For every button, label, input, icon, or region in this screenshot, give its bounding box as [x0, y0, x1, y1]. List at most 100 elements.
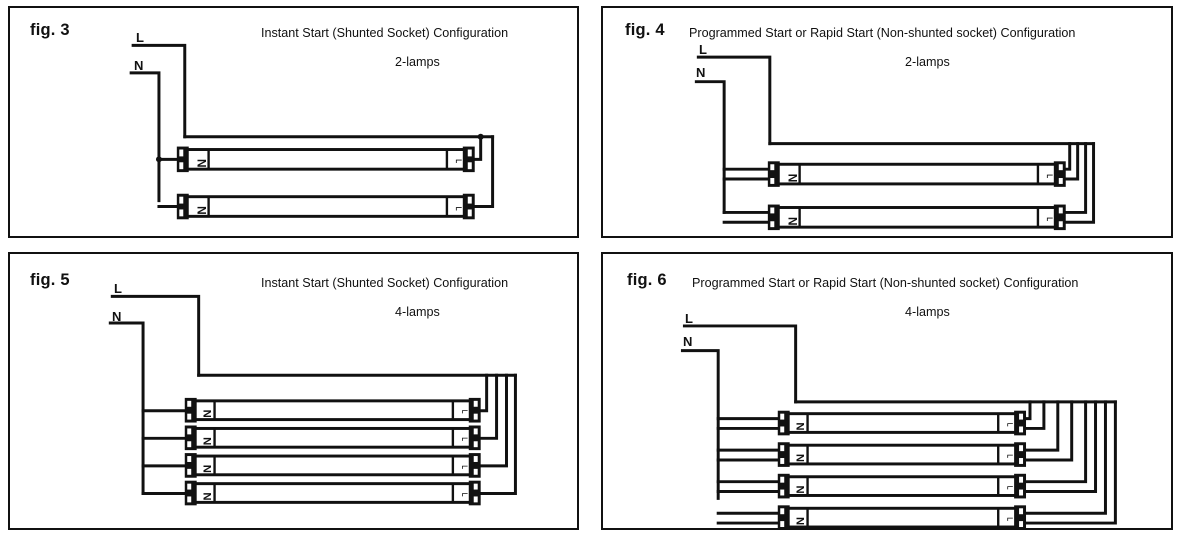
fig6-neutral-label: N [683, 334, 693, 349]
fig5-lamp1-right-glyph: ⌐ [461, 406, 468, 418]
fig5-title: Instant Start (Shunted Socket) Configura… [261, 276, 509, 290]
fig3-neutral-label: N [134, 58, 144, 73]
fig4-lamp2-right-glyph: ⌐ [1046, 211, 1053, 225]
fig5-neutral-feed [108, 321, 145, 495]
fig6-line-label: L [685, 311, 693, 326]
fig5-line-drop-1 [477, 373, 489, 413]
fig6-lamp1-right-glyph: ⌐ [1007, 419, 1014, 431]
fig6-line-drop-2a [1022, 400, 1060, 452]
fig5-lamp2-right-glyph: ⌐ [461, 433, 468, 445]
panel-fig3: fig. 3 Instant Start (Shunted Socket) Co… [8, 6, 579, 238]
fig5-neutral-label: N [112, 309, 122, 324]
fig3-lamp2-socket-left [176, 193, 189, 220]
fig5-lamp1-socket-left [184, 397, 197, 423]
fig5-lamp2-left-glyph: N [201, 437, 213, 445]
fig6-lamp3-left-glyph: N [794, 485, 806, 493]
fig4-lamp2-socket-left [767, 204, 780, 231]
fig4-label: fig. 4 [625, 21, 665, 39]
fig4-line-label: L [699, 42, 707, 57]
fig3-lamp2-right-glyph: ⌐ [455, 200, 462, 214]
fig3-wiring: N ⌐ N ⌐ [129, 43, 495, 220]
fig5-lamp4-left-glyph: N [201, 492, 213, 500]
fig6-lamp4-socket-right [1014, 505, 1027, 530]
fig5-lamp3-socket-right [468, 453, 481, 478]
fig3-subtitle: 2-lamps [395, 55, 440, 69]
fig5-line-feed [110, 294, 201, 377]
fig5-wiring: N ⌐ N ⌐ [108, 294, 517, 506]
fig6-lamp3-socket-left [777, 473, 790, 499]
panel-fig6: fig. 6 Programmed Start or Rapid Start (… [601, 252, 1173, 530]
fig5-lamp1-left-glyph: N [201, 410, 213, 418]
fig3-lamp1-left-glyph: N [195, 159, 209, 168]
fig6-lamp-1: N ⌐ [777, 410, 1027, 436]
fig6-lamp2-socket-right [1014, 442, 1027, 467]
fig5-lamp3-right-glyph: ⌐ [461, 461, 468, 473]
fig6-subtitle: 4-lamps [905, 305, 950, 319]
fig6-lamp2-left-glyph: N [794, 454, 806, 462]
fig3-lamp2-left-glyph: N [195, 206, 209, 215]
fig6-line-feed [682, 324, 798, 404]
fig6-title: Programmed Start or Rapid Start (Non-shu… [692, 276, 1079, 290]
fig4-lamp1-socket-left [767, 161, 780, 187]
fig5-line-drop-2 [477, 373, 499, 440]
fig4-line-drop-1b [1062, 142, 1080, 181]
fig3-line-label: L [136, 30, 144, 45]
fig6-label: fig. 6 [627, 271, 667, 289]
fig4-line-feed [696, 55, 772, 146]
fig4-line-drop-2b [1062, 142, 1096, 224]
fig5-line-drop-3 [477, 373, 508, 468]
fig4-lamp-1: N ⌐ [767, 161, 1066, 187]
fig6-line-drop-1a [1022, 400, 1032, 421]
fig3-lamp-1: N ⌐ [176, 146, 475, 173]
fig6-line-drop-3a [1022, 400, 1088, 484]
panel-fig5: fig. 5 Instant Start (Shunted Socket) Co… [8, 252, 579, 530]
fig5-lamp4-socket-right [468, 480, 481, 506]
fig4-wiring: N ⌐ N ⌐ [694, 55, 1096, 231]
fig5-lamp-4: N ⌐ [184, 480, 481, 506]
fig4-title: Programmed Start or Rapid Start (Non-shu… [689, 26, 1076, 40]
fig6-lamp3-right-glyph: ⌐ [1007, 482, 1014, 494]
fig4-lamp-2: N ⌐ [767, 204, 1066, 231]
fig6-wiring: N ⌐ N ⌐ [680, 324, 1117, 530]
fig6-lamp1-left-glyph: N [794, 422, 806, 430]
fig5-lamp3-socket-left [184, 453, 197, 478]
fig4-subtitle: 2-lamps [905, 55, 950, 69]
fig4-neutral-feed [694, 80, 726, 214]
fig5-line-label: L [114, 281, 122, 296]
fig4-lamp1-left-glyph: N [786, 174, 800, 183]
fig3-line-feed [131, 43, 187, 139]
fig6-lamp4-right-glyph: ⌐ [1007, 513, 1014, 525]
fig3-lamp1-right-glyph: ⌐ [455, 153, 462, 167]
fig6-lamp-2: N ⌐ [777, 442, 1027, 467]
fig5-lamp-1: N ⌐ [184, 397, 481, 423]
fig5-subtitle: 4-lamps [395, 305, 440, 319]
fig4-lamp2-left-glyph: N [786, 217, 800, 226]
fig3-junction-2 [477, 133, 484, 140]
fig3-label: fig. 3 [30, 21, 70, 39]
fig3-line-drop-2 [471, 135, 495, 208]
fig5-lamp4-socket-left [184, 480, 197, 506]
fig6-line-drop-3b [1022, 400, 1098, 494]
fig4-neutral-label: N [696, 65, 706, 80]
fig3-lamp1-socket-right [462, 146, 475, 173]
fig3-lamp1-socket-left [176, 146, 189, 173]
fig6-lamp2-socket-left [777, 442, 790, 467]
fig5-label: fig. 5 [30, 271, 70, 289]
fig6-line-drop-1b [1022, 400, 1046, 430]
panel-fig4: fig. 4 Programmed Start or Rapid Start (… [601, 6, 1173, 238]
fig3-junction-1 [155, 156, 162, 163]
fig4-lamp1-right-glyph: ⌐ [1046, 168, 1053, 182]
fig6-lamp3-socket-right [1014, 473, 1027, 499]
fig5-lamp3-left-glyph: N [201, 465, 213, 473]
fig5-lamp2-socket-left [184, 425, 197, 451]
fig5-lamp-3: N ⌐ [184, 453, 481, 478]
fig5-lamp4-right-glyph: ⌐ [461, 488, 468, 500]
fig6-lamp1-socket-left [777, 410, 790, 436]
fig4-line-drop-2a [1062, 142, 1088, 214]
fig4-lamp1-socket-right [1053, 161, 1066, 187]
fig6-lamp4-socket-left [777, 505, 790, 530]
fig3-lamp2-socket-right [462, 193, 475, 220]
fig6-lamp4-left-glyph: N [794, 517, 806, 525]
fig6-line-drop-2b [1022, 400, 1074, 462]
